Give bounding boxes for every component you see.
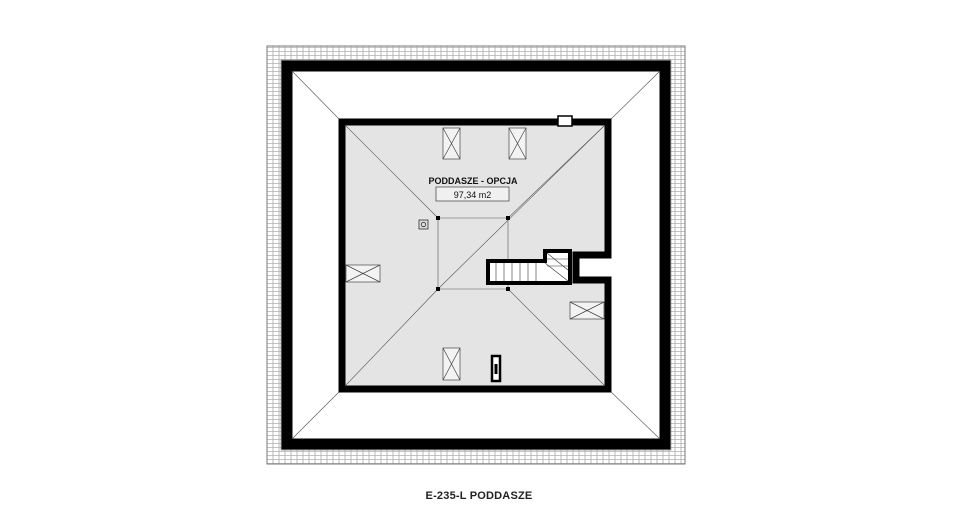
vent-icon [418, 219, 429, 230]
drawing-caption: E-235-L PODDASZE [425, 490, 533, 502]
skylight [442, 127, 461, 160]
attic-hatch [490, 354, 502, 383]
skylight [569, 301, 605, 320]
chimney [557, 115, 573, 127]
outer-wall [281, 60, 671, 450]
roof-hip-lines [291, 70, 661, 440]
room-area: 97,34 m2 [454, 190, 492, 200]
skylight [345, 264, 381, 283]
skylight [508, 127, 527, 160]
staircase [486, 249, 572, 285]
room-area-box [435, 186, 510, 202]
skylight [442, 347, 461, 381]
column-points [436, 216, 510, 291]
room-name: PODDASZE - OPCJA [428, 176, 518, 186]
